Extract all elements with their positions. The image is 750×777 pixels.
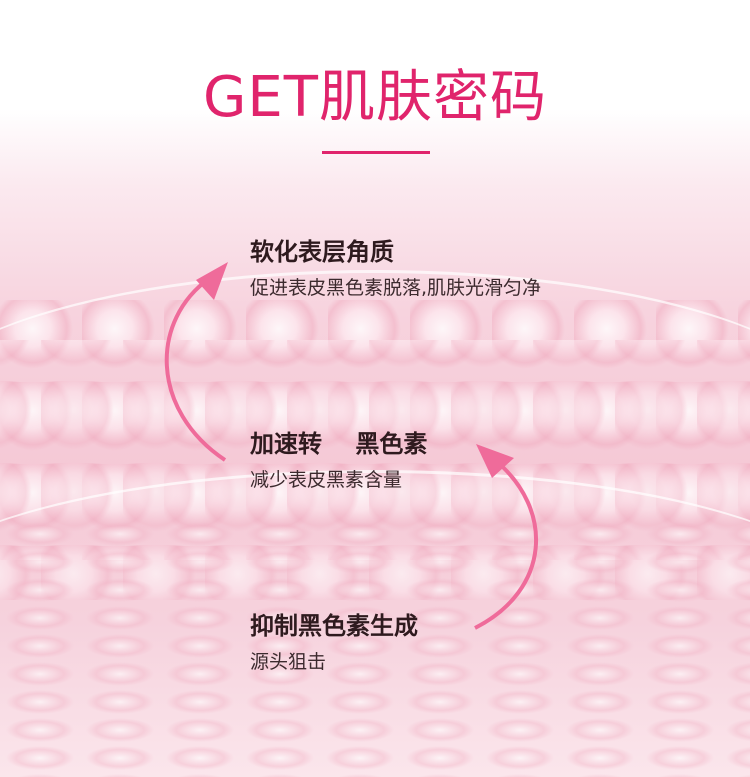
page-title: GET肌肤密码 [203, 65, 547, 130]
benefit-desc: 减少表皮黑素含量 [250, 469, 403, 491]
skin-layer-band [0, 470, 750, 730]
title-divider [322, 151, 430, 154]
arrow-up-icon [164, 276, 227, 462]
arrowhead-icon [196, 262, 228, 300]
benefit-heading: 软化表层角质 [250, 238, 394, 266]
benefit-heading: 加速转 黑色素 [250, 430, 428, 458]
benefit-accelerate: 加速转 黑色素 减少表皮黑素含量 [250, 424, 427, 492]
arrow-up-icon [474, 458, 539, 630]
benefit-inhibit: 抑制黑色素生成 源头狙击 [250, 606, 418, 674]
benefit-heading: 抑制黑色素生成 [250, 612, 418, 640]
benefit-soften: 软化表层角质 促进表皮黑色素脱落,肌肤光滑匀净 [250, 232, 541, 300]
benefit-desc: 促进表皮黑色素脱落,肌肤光滑匀净 [250, 277, 542, 299]
benefit-desc: 源头狙击 [250, 651, 327, 673]
skin-layer-band [0, 270, 750, 570]
arrowhead-icon [476, 444, 514, 478]
